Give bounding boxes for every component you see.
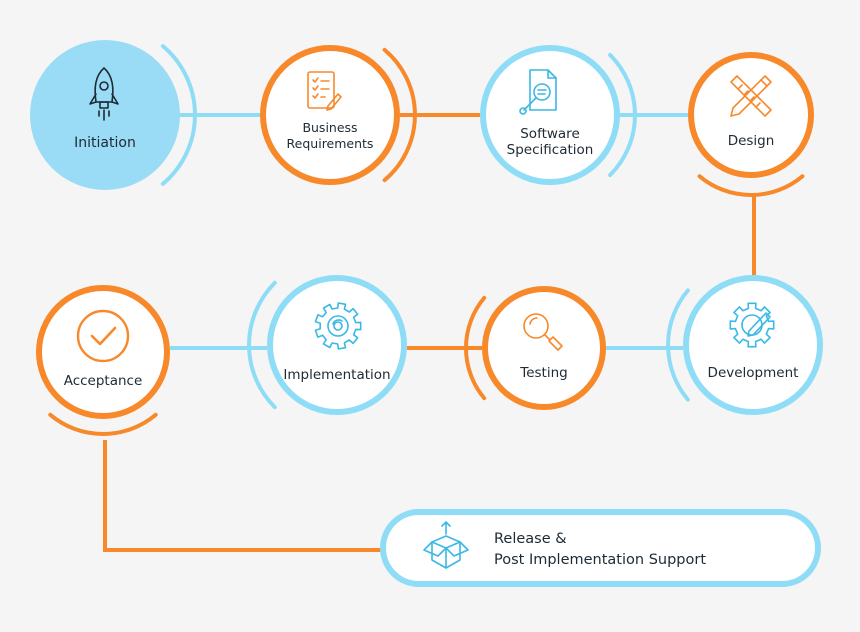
node-implementation xyxy=(267,275,407,415)
node-label-line: Initiation xyxy=(74,135,136,151)
node-label-implementation: Implementation xyxy=(283,367,390,383)
node-acceptance xyxy=(36,285,170,419)
check-circle-icon xyxy=(76,309,130,363)
outer-arc xyxy=(608,52,637,178)
outer-arc xyxy=(160,44,197,186)
outer-arc xyxy=(697,174,805,197)
node-circle xyxy=(267,275,407,415)
outer-arc xyxy=(48,412,158,436)
node-label-initiation: Initiation xyxy=(74,135,136,151)
node-label-development: Development xyxy=(708,365,799,381)
node-circle xyxy=(480,45,620,185)
node-label-line: Development xyxy=(707,365,799,381)
node-label-line: Business xyxy=(302,120,358,135)
node-testing xyxy=(482,286,606,410)
rocket-icon xyxy=(89,67,119,121)
node-design xyxy=(688,52,814,178)
outer-arc xyxy=(666,288,690,402)
release-label: Release & Post Implementation Support xyxy=(494,529,706,571)
node-label-line: Acceptance xyxy=(63,373,143,389)
open-box-icon xyxy=(423,521,469,569)
outer-arc xyxy=(382,47,417,183)
node-label-line: Software xyxy=(520,126,580,142)
node-label-testing: Testing xyxy=(520,365,567,381)
release-line-2: Post Implementation Support xyxy=(494,552,707,568)
node-circle xyxy=(30,40,180,190)
node-circle xyxy=(260,45,400,185)
node-business-requirements xyxy=(260,45,400,185)
node-label-line: Design xyxy=(727,133,775,149)
node-circle xyxy=(688,52,814,178)
node-label-line: Testing xyxy=(520,365,568,381)
node-circle xyxy=(482,286,606,410)
node-circle xyxy=(683,275,823,415)
pencil-ruler-icon xyxy=(730,75,772,117)
node-initiation xyxy=(30,40,180,190)
node-label-acceptance: Acceptance xyxy=(64,373,143,389)
release-pill xyxy=(380,509,821,587)
node-software-specification xyxy=(480,45,620,185)
node-circle xyxy=(36,285,170,419)
connector-line xyxy=(103,440,384,552)
checklist-icon xyxy=(307,71,342,111)
outer-arc xyxy=(464,295,487,401)
node-label-line: Specification xyxy=(506,142,594,158)
gear-pencil-icon xyxy=(729,302,775,348)
node-label-line: Requirements xyxy=(286,136,374,151)
node-label-design: Design xyxy=(728,133,775,149)
release-line-1: Release & xyxy=(494,531,567,547)
magnifier-icon xyxy=(523,313,563,351)
outer-arc xyxy=(247,280,277,410)
node-label-line: Implementation xyxy=(283,367,391,383)
document-search-icon xyxy=(519,69,557,115)
gear-icon xyxy=(314,302,362,350)
node-development xyxy=(683,275,823,415)
